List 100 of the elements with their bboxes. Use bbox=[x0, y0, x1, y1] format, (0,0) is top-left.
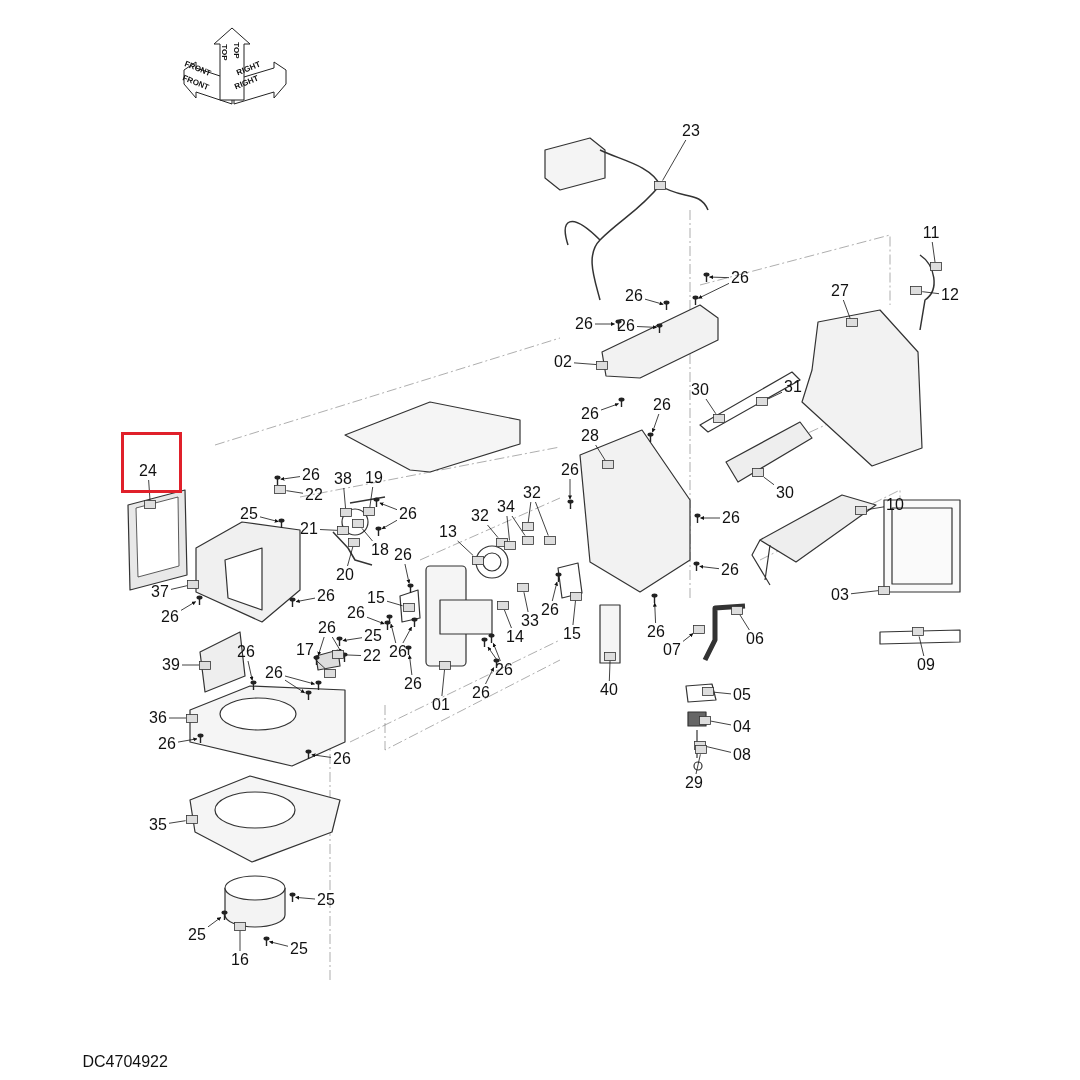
part-block bbox=[186, 713, 198, 723]
callout-number: 30 bbox=[774, 484, 796, 502]
callout-number: 25 bbox=[186, 926, 208, 944]
leader-line bbox=[319, 529, 338, 531]
leader-line bbox=[662, 139, 687, 181]
part-block bbox=[439, 660, 451, 670]
leader-line bbox=[739, 614, 750, 631]
callout-number: 26 bbox=[315, 587, 337, 605]
part-block bbox=[352, 519, 365, 529]
callout-number: 24 bbox=[137, 462, 159, 480]
screw-icon bbox=[656, 322, 664, 333]
part-block bbox=[363, 507, 376, 517]
callout-number: 23 bbox=[680, 122, 702, 140]
screw-icon bbox=[702, 271, 710, 282]
screw-icon bbox=[647, 432, 655, 443]
part-block bbox=[604, 651, 617, 661]
part-block bbox=[187, 579, 200, 589]
screw-icon bbox=[249, 680, 257, 691]
callout-number: 22 bbox=[361, 647, 383, 665]
part-block bbox=[695, 745, 708, 755]
screw-icon bbox=[406, 583, 414, 594]
part-block bbox=[910, 286, 923, 296]
callout-number: 32 bbox=[469, 507, 491, 525]
callout-number: 28 bbox=[579, 427, 601, 445]
part-block bbox=[756, 397, 769, 407]
part-block bbox=[504, 540, 516, 550]
callout-number: 10 bbox=[884, 496, 906, 514]
leader-line bbox=[695, 753, 701, 775]
orientation-label: TOP bbox=[219, 43, 229, 61]
screw-icon bbox=[692, 560, 700, 571]
callout-number: 34 bbox=[495, 498, 517, 516]
part-block bbox=[336, 526, 349, 536]
leader-line bbox=[918, 636, 925, 657]
leader-line bbox=[170, 585, 188, 590]
part-block bbox=[692, 624, 705, 634]
part-block bbox=[496, 600, 509, 610]
leader-line bbox=[535, 501, 549, 536]
callout-number: 26 bbox=[387, 643, 409, 661]
callout-number: 26 bbox=[573, 315, 595, 333]
leader-line bbox=[710, 720, 732, 726]
callout-number: 26 bbox=[493, 661, 515, 679]
callout-number: 26 bbox=[345, 604, 367, 622]
callout-number: 30 bbox=[689, 381, 711, 399]
part-block bbox=[234, 921, 246, 931]
leader-line bbox=[347, 546, 354, 567]
callout-number: 14 bbox=[504, 628, 526, 646]
callout-number: 17 bbox=[294, 641, 316, 659]
callout-number: 29 bbox=[683, 774, 705, 792]
callout-number: 26 bbox=[263, 664, 285, 682]
callout-number: 26 bbox=[579, 405, 601, 423]
callout-number: 26 bbox=[651, 396, 673, 414]
part-block bbox=[596, 360, 608, 370]
leader-line bbox=[850, 590, 879, 595]
screw-icon bbox=[618, 397, 626, 408]
part-block bbox=[602, 460, 614, 470]
callout-number: 16 bbox=[229, 951, 251, 969]
screw-icon bbox=[487, 633, 495, 644]
callout-number: 26 bbox=[316, 619, 338, 637]
callout-number: 26 bbox=[623, 287, 645, 305]
callout-number: 08 bbox=[731, 746, 753, 764]
screw-icon bbox=[405, 645, 413, 656]
callout-number: 06 bbox=[744, 630, 766, 648]
callout-number: 22 bbox=[303, 486, 325, 504]
callout-number: 33 bbox=[519, 612, 541, 630]
part-block bbox=[730, 605, 743, 615]
part-block bbox=[570, 591, 582, 601]
part-block bbox=[339, 508, 352, 518]
callout-number: 21 bbox=[298, 520, 320, 538]
part-block bbox=[274, 485, 287, 495]
part-block bbox=[199, 660, 211, 670]
part-block bbox=[522, 535, 534, 545]
leader-line bbox=[573, 362, 597, 365]
screw-icon bbox=[195, 594, 203, 605]
leader-line bbox=[767, 391, 783, 400]
callout-number: 26 bbox=[300, 466, 322, 484]
callout-number: 07 bbox=[661, 641, 683, 659]
leader-line bbox=[148, 479, 151, 501]
leader-line bbox=[181, 664, 200, 666]
screw-icon bbox=[650, 593, 658, 604]
part-block bbox=[544, 535, 556, 545]
callout-number: 20 bbox=[334, 566, 356, 584]
part-block bbox=[929, 262, 942, 272]
part-block bbox=[402, 603, 415, 612]
leader-line bbox=[527, 501, 532, 523]
callout-number: 35 bbox=[147, 816, 169, 834]
callout-number: 27 bbox=[829, 282, 851, 300]
callout-number: 40 bbox=[598, 681, 620, 699]
screw-icon bbox=[481, 637, 488, 648]
callout-number: 13 bbox=[437, 523, 459, 541]
leader-line bbox=[705, 746, 732, 753]
callout-number: 09 bbox=[915, 656, 937, 674]
part-block bbox=[472, 555, 484, 565]
screw-icon bbox=[278, 517, 286, 528]
screw-icon bbox=[220, 909, 228, 920]
part-block bbox=[855, 506, 868, 516]
callout-number: 26 bbox=[331, 750, 353, 768]
callout-number: 12 bbox=[939, 286, 961, 304]
part-block bbox=[845, 318, 858, 328]
leader-line bbox=[713, 691, 732, 695]
part-block bbox=[521, 522, 534, 532]
